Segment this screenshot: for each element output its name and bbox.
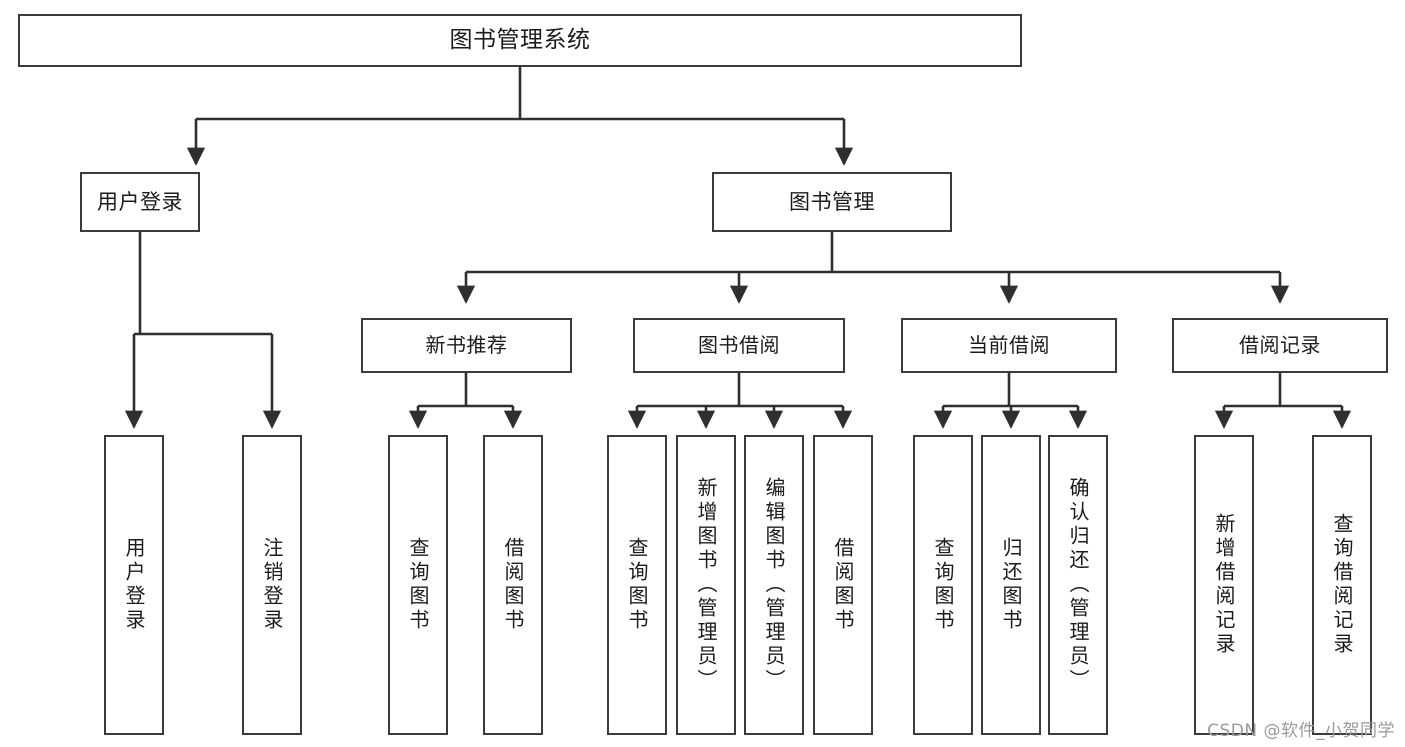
leaf-current-query-book[interactable]: 查询图书 bbox=[913, 435, 973, 735]
leaf-borrow-query-book[interactable]: 查询图书 bbox=[607, 435, 667, 735]
leaf-user-login-signin-label: 用户登录 bbox=[122, 537, 146, 633]
leaf-new-book-query[interactable]: 查询图书 bbox=[388, 435, 448, 735]
node-current-borrow[interactable]: 当前借阅 bbox=[901, 318, 1117, 373]
node-new-book-recommend-label: 新书推荐 bbox=[425, 333, 508, 357]
leaf-borrow-edit-book[interactable]: 编辑图书（管理员） bbox=[744, 435, 804, 735]
node-user-login-label: 用户登录 bbox=[97, 189, 183, 214]
leaf-new-book-borrow[interactable]: 借阅图书 bbox=[483, 435, 543, 735]
leaf-current-return-book[interactable]: 归还图书 bbox=[981, 435, 1041, 735]
node-root-label: 图书管理系统 bbox=[449, 27, 591, 54]
leaf-user-login-signout-label: 注销登录 bbox=[260, 537, 284, 633]
node-root[interactable]: 图书管理系统 bbox=[18, 14, 1022, 67]
leaf-new-book-query-label: 查询图书 bbox=[406, 537, 430, 633]
leaf-records-add-record[interactable]: 新增借阅记录 bbox=[1194, 435, 1254, 735]
leaf-current-query-book-label: 查询图书 bbox=[931, 537, 955, 633]
node-book-borrow[interactable]: 图书借阅 bbox=[633, 318, 845, 373]
watermark-text: CSDN @软件_小贺同学 bbox=[1207, 721, 1395, 741]
leaf-borrow-add-book[interactable]: 新增图书（管理员） bbox=[676, 435, 736, 735]
leaf-current-confirm-return[interactable]: 确认归还（管理员） bbox=[1048, 435, 1108, 735]
node-user-login[interactable]: 用户登录 bbox=[80, 172, 200, 232]
leaf-current-return-book-label: 归还图书 bbox=[999, 537, 1023, 633]
leaf-borrow-borrow-book[interactable]: 借阅图书 bbox=[813, 435, 873, 735]
node-book-borrow-label: 图书借阅 bbox=[698, 333, 780, 357]
leaf-borrow-borrow-book-label: 借阅图书 bbox=[831, 537, 855, 633]
node-book-management-label: 图书管理 bbox=[789, 189, 875, 214]
node-new-book-recommend[interactable]: 新书推荐 bbox=[361, 318, 572, 373]
leaf-user-login-signout[interactable]: 注销登录 bbox=[242, 435, 302, 735]
node-borrow-records[interactable]: 借阅记录 bbox=[1172, 318, 1388, 373]
leaf-new-book-borrow-label: 借阅图书 bbox=[501, 537, 525, 633]
leaf-borrow-add-book-label: 新增图书（管理员） bbox=[694, 477, 718, 693]
leaf-current-confirm-return-label: 确认归还（管理员） bbox=[1066, 477, 1090, 693]
node-borrow-records-label: 借阅记录 bbox=[1239, 333, 1321, 357]
leaf-borrow-edit-book-label: 编辑图书（管理员） bbox=[762, 477, 786, 693]
leaf-user-login-signin[interactable]: 用户登录 bbox=[104, 435, 164, 735]
leaf-records-query-record[interactable]: 查询借阅记录 bbox=[1312, 435, 1372, 735]
leaf-records-query-record-label: 查询借阅记录 bbox=[1330, 513, 1354, 657]
leaf-borrow-query-book-label: 查询图书 bbox=[625, 537, 649, 633]
leaf-records-add-record-label: 新增借阅记录 bbox=[1212, 513, 1236, 657]
node-current-borrow-label: 当前借阅 bbox=[968, 333, 1050, 357]
node-book-management[interactable]: 图书管理 bbox=[712, 172, 952, 232]
